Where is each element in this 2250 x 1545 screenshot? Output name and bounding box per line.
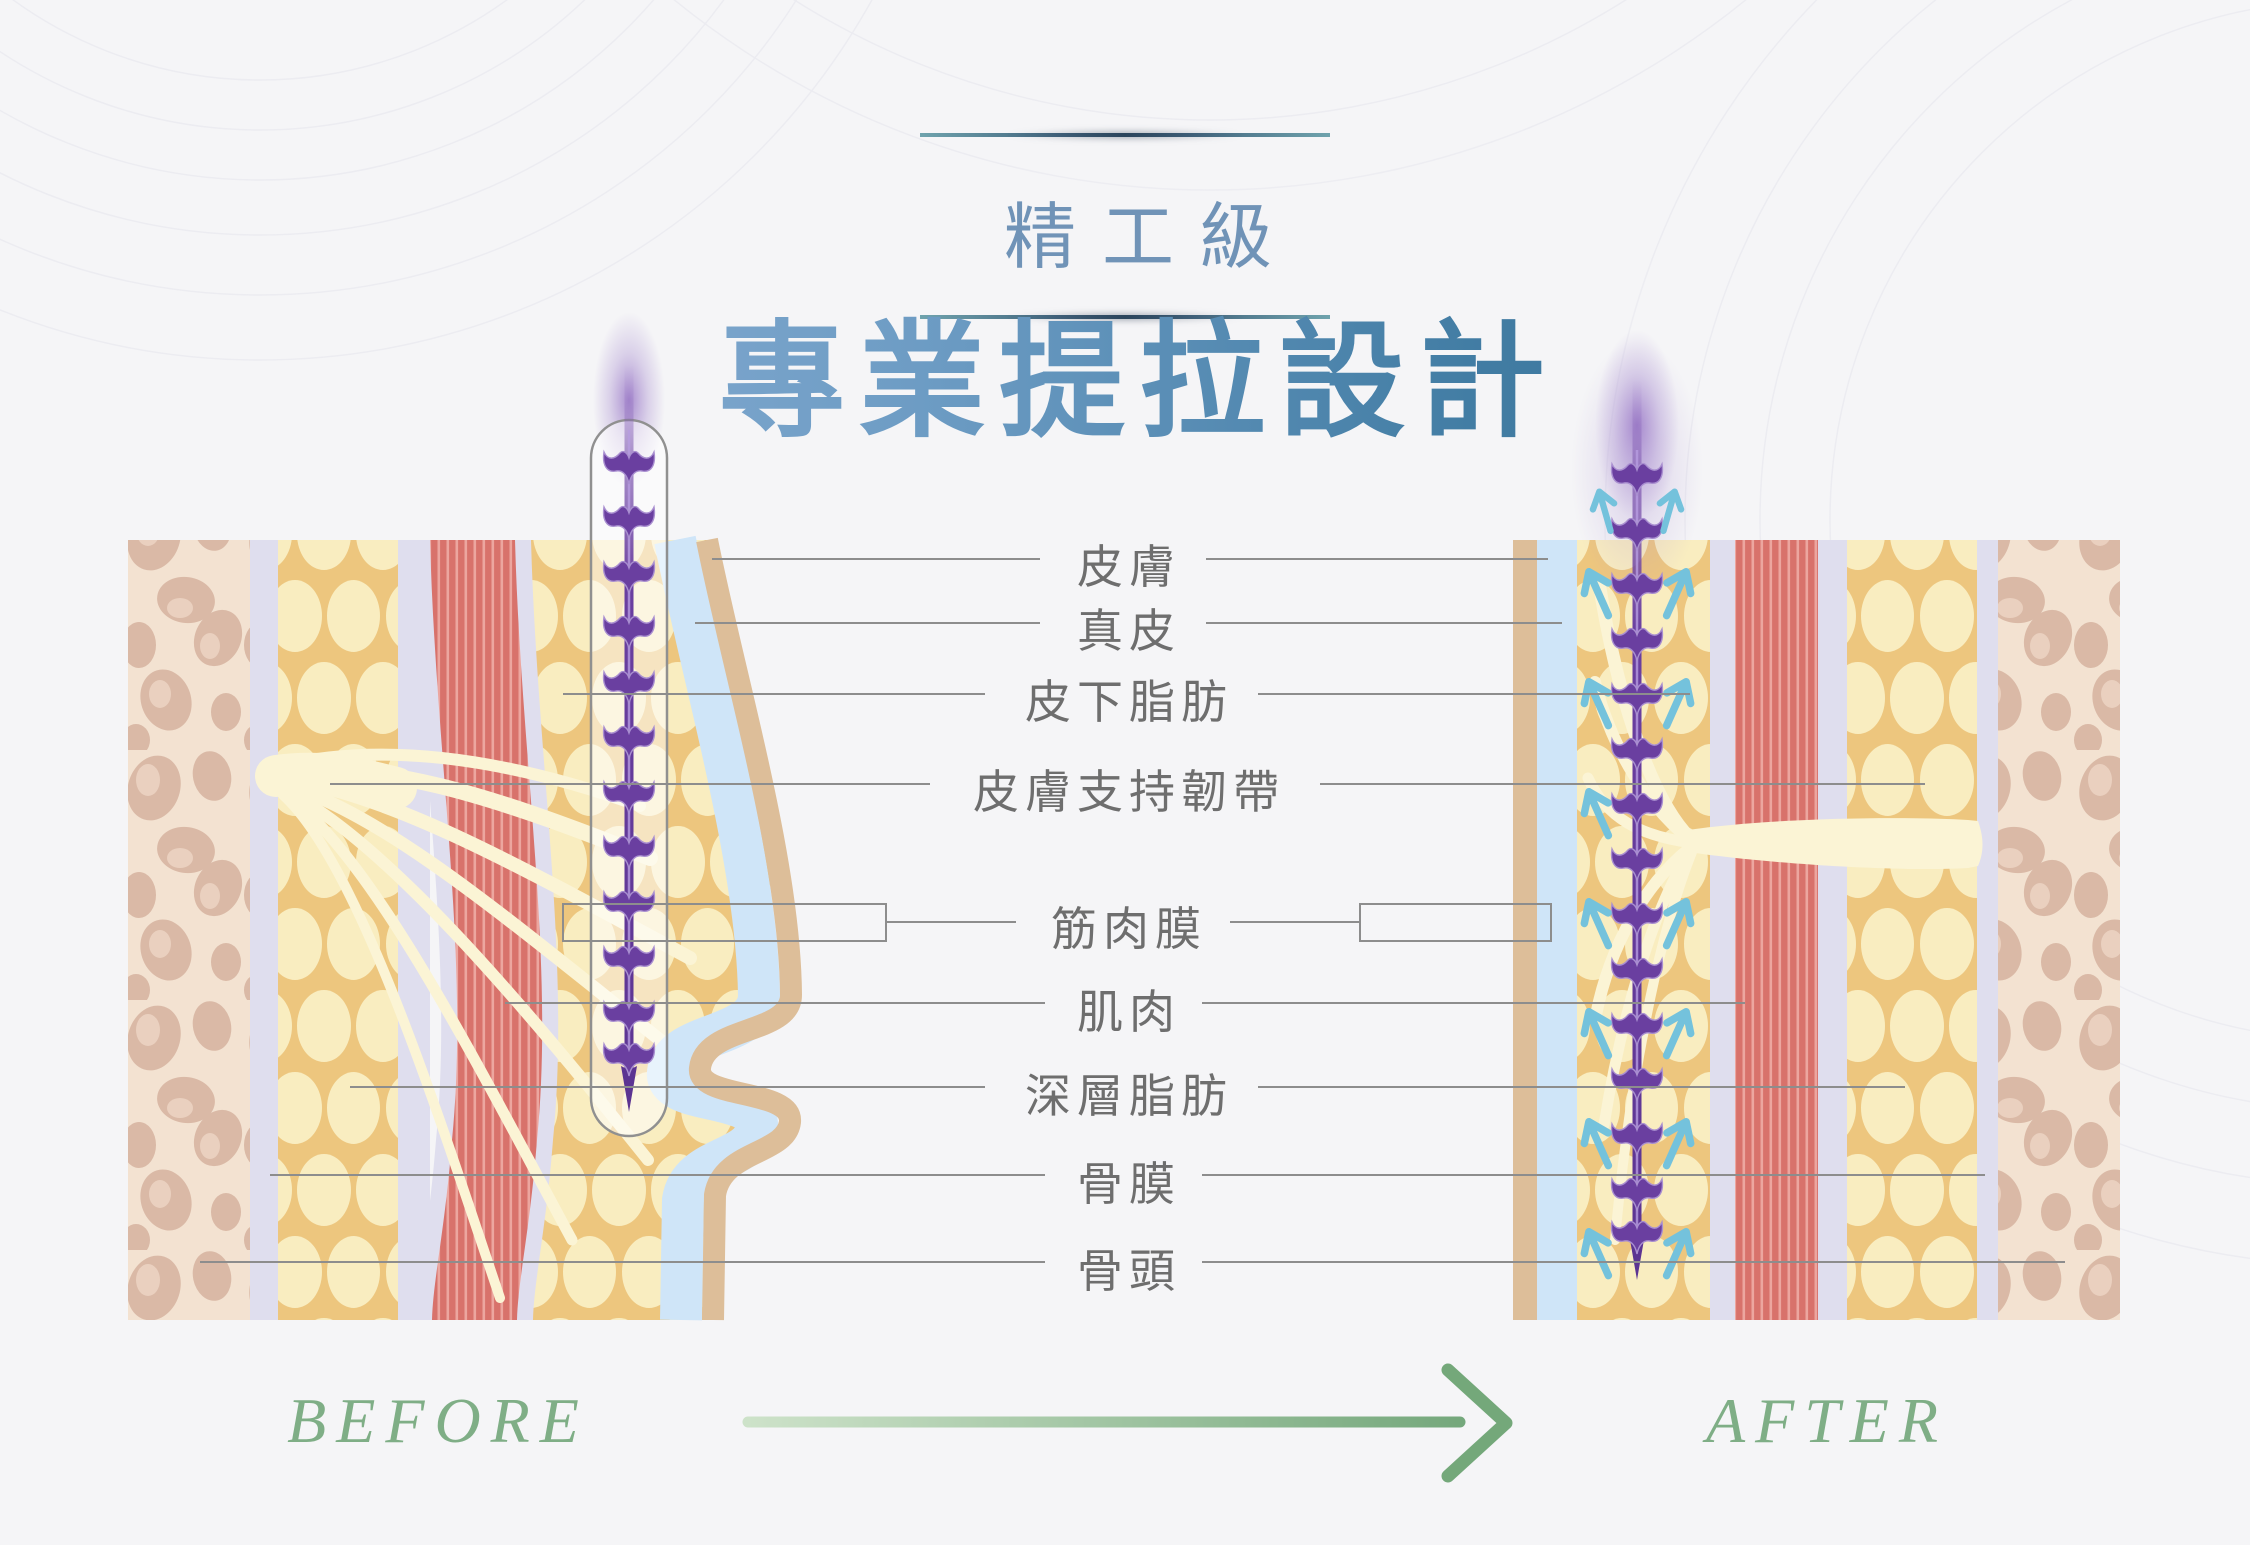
arrowhead [1441,1363,1513,1483]
before-label: BEFORE [287,1385,589,1456]
barbed-thread [1610,380,1664,1280]
periosteum-gap [250,540,278,1320]
deep-fat-layer [1847,540,1977,1320]
barbed-thread [602,365,656,1112]
eyebrow-rule-bottom [920,315,1330,319]
fascia-bracket-right [1359,903,1552,942]
deep-fat-layer [278,540,398,1320]
bone-layer [128,540,250,1320]
bone-layer [1998,540,2120,1320]
label-skin: 皮膚 [1077,541,1181,593]
page-title: 專業提拉設計 [425,280,1839,462]
label-deep-fat: 深層脂肪 [1025,1070,1233,1122]
transition-arrow [742,1363,1513,1483]
label-periosteum: 骨膜 [1077,1158,1181,1210]
skin-layer [1513,540,1537,1320]
skin-layer [689,537,803,1321]
ligament-bundle [1688,818,1983,870]
label-bone: 骨頭 [1077,1245,1181,1297]
leader-lines [200,558,2065,1263]
label-subcutaneous-fat: 皮下脂肪 [1025,676,1233,728]
label-dermis: 真皮 [1077,605,1181,657]
subcutaneous-fat-layer [1577,540,1710,1320]
after-label: AFTER [1706,1385,1948,1456]
dermis-layer [1537,540,1577,1320]
label-muscle-fascia: 筋肉膜 [1051,903,1207,955]
label-skin-supporting-ligament: 皮膚支持韌帶 [973,766,1285,818]
fascia-gap [1710,540,1735,1320]
before-diagram [128,312,1460,1321]
muscle-layer [1735,540,1818,1320]
eyebrow-rule-top [920,133,1330,137]
after-diagram [1513,330,2120,1320]
label-muscle: 肌肉 [1077,986,1181,1038]
eyebrow-text: 精工級 [1003,198,1298,278]
